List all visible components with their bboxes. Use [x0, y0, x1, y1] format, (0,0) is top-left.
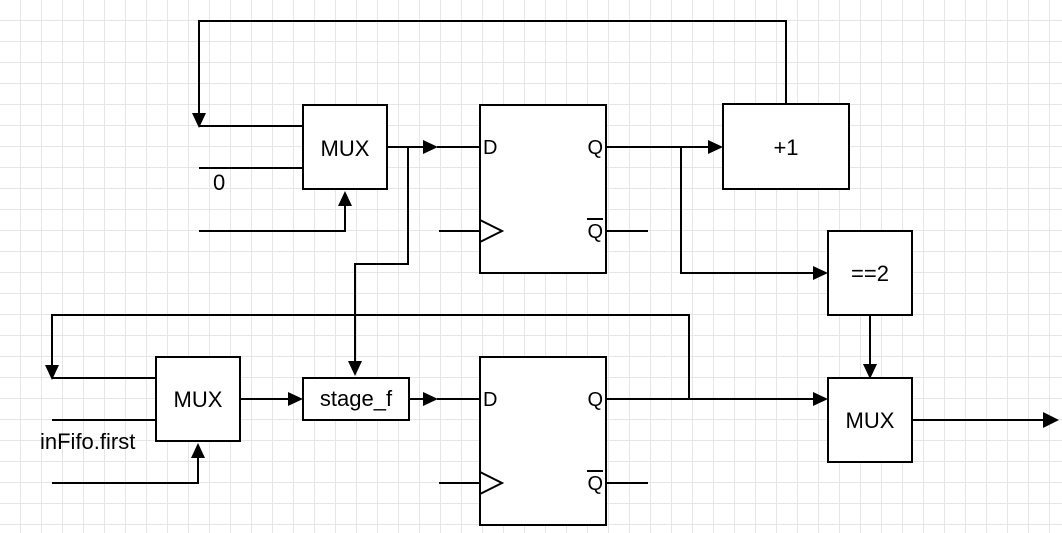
mux-top[interactable]: MUX [302, 104, 388, 190]
ff-bottom-qbar-label: Q [587, 473, 603, 495]
equals-two-label: ==2 [851, 261, 889, 286]
stage-f-label: stage_f [320, 386, 393, 411]
mux-top-label: MUX [321, 136, 370, 161]
arrow-stage-in [288, 392, 303, 406]
arrow-inc-in [708, 140, 723, 154]
arrow-ff-bottom-d [423, 392, 438, 406]
mux-bottom[interactable]: MUX [155, 356, 241, 442]
wire-bottom-feedback [51, 314, 690, 399]
ff-bottom-d-label: D [483, 389, 497, 411]
ff-top-q-label: Q [587, 137, 603, 159]
arrow-mux-top-sel [338, 191, 352, 206]
mux-bottom-label: MUX [174, 387, 223, 412]
wires [51, 20, 1045, 484]
ff-top-clock-triangle [479, 219, 505, 243]
wire-inc-feedback [198, 20, 787, 115]
ff-bottom-clock-triangle [479, 471, 505, 495]
ff-top-qbar-label: Q [587, 221, 603, 243]
arrowheads [45, 113, 1059, 458]
equals-two-block[interactable]: ==2 [827, 230, 913, 316]
wire-branch-to-stage [354, 147, 409, 363]
mux-output-label: MUX [846, 408, 895, 433]
wire-q-to-eq2 [680, 147, 817, 274]
arrow-stage-sel [348, 361, 362, 376]
arrow-eq2-in [813, 266, 828, 280]
arrow-mux-bottom-sel [191, 443, 205, 458]
wire-mux-top-sel [199, 202, 346, 232]
arrow-output [1043, 412, 1059, 428]
arrow-mux-out-sel [863, 364, 877, 379]
mux-output[interactable]: MUX [827, 377, 913, 463]
arrow-ff-top-d [423, 140, 438, 154]
flipflop-bottom[interactable]: D Q Q [479, 356, 607, 526]
input-infifo-first-label: inFifo.first [40, 429, 135, 454]
flipflop-top[interactable]: D Q Q [479, 104, 607, 274]
increment-label: +1 [773, 135, 798, 160]
arrow-mux-bottom-in [45, 365, 59, 380]
arrow-mux-top-in [192, 113, 206, 128]
ff-bottom-q-label: Q [587, 389, 603, 411]
ff-top-d-label: D [483, 137, 497, 159]
increment-block[interactable]: +1 [722, 103, 850, 190]
input-zero-label: 0 [213, 170, 225, 195]
stage-f-block[interactable]: stage_f [302, 377, 410, 421]
arrow-mux-out-in [813, 392, 828, 406]
wire-mux-bottom-sel [52, 454, 199, 484]
